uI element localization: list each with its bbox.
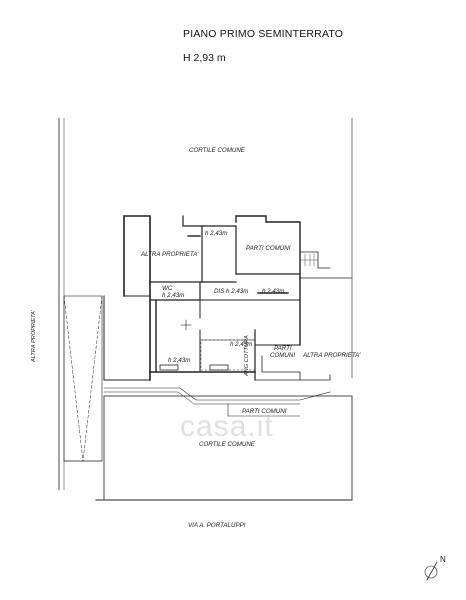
- label-h-left-low: h 2,43m: [168, 357, 191, 364]
- label-h-top: h 2,43m: [205, 230, 228, 237]
- left-strip-dash-2: [82, 295, 103, 462]
- label-h-mid: h 2,43m: [230, 341, 253, 348]
- label-wc: WC: [162, 285, 173, 292]
- lower-path-line-1: [103, 387, 331, 401]
- label-cortile-comune-bottom: CORTILE COMUNE: [199, 441, 255, 448]
- wall-top-mid: [182, 215, 203, 283]
- label-altra-proprieta-left: ALTRA PROPRIETA': [141, 251, 199, 258]
- plan-height: H 2,93 m: [183, 52, 226, 64]
- window-right: [209, 364, 229, 371]
- lower-path-line-2: [103, 391, 301, 405]
- label-parti-comuni-bottom: PARTI COMUNI: [242, 408, 287, 415]
- watermark-logo: casa.it: [180, 410, 274, 443]
- wall-left-top: [123, 215, 151, 297]
- wall-top-room: [201, 225, 237, 275]
- north-label: N: [440, 555, 446, 564]
- label-cortile-comune-top: CORTILE COMUNE: [189, 147, 245, 154]
- label-parti-comuni-side-1: PARTI: [274, 345, 292, 352]
- label-street: VIA A. PORTALUPPI: [188, 522, 246, 529]
- bottom-wall-right: [254, 374, 331, 381]
- label-h-right: h 2,43m: [262, 288, 285, 295]
- left-strip-dash-1: [63, 295, 84, 462]
- label-ang-cottura: ANG COTTURA: [244, 335, 250, 376]
- wall-top-right: [235, 215, 301, 279]
- label-altra-proprieta-vertical: ALTRA PROPRIETA': [31, 310, 37, 362]
- label-wc-height: h 2,43m: [162, 292, 185, 299]
- parti-comuni-side-walls: [261, 355, 301, 381]
- plan-title: PIANO PRIMO SEMINTERRATO: [183, 28, 344, 40]
- north-arrow-line: [426, 561, 438, 581]
- window-left: [159, 364, 179, 371]
- label-dis: DIS h 2,43m: [214, 288, 249, 295]
- label-parti-comuni-side-2: COMUNI: [270, 352, 296, 359]
- north-arrow-circle: [424, 565, 438, 579]
- label-altra-proprieta-right: ALTRA PROPRIETA': [303, 352, 361, 359]
- label-parti-comuni-top: PARTI COMUNI: [246, 245, 291, 252]
- left-strip-outline: [63, 295, 103, 462]
